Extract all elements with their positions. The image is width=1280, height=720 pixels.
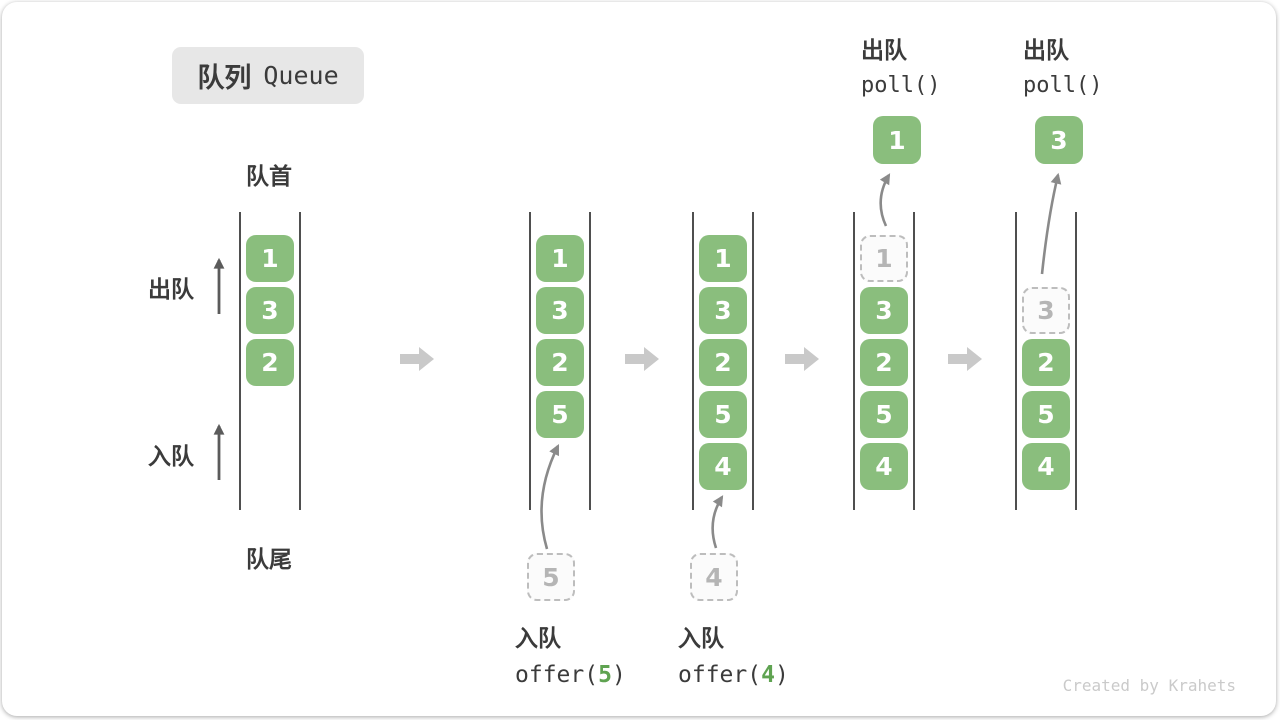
queue-column-poll-3: 3 2 5 4 出队 poll() 3 — [1015, 38, 1102, 510]
label-queue-rear: 队尾 — [246, 547, 292, 573]
queue-item: 2 — [536, 339, 584, 386]
queue-item: 4 — [860, 443, 908, 490]
queue-column-offer-4: 1 3 2 5 4 4 入队 offer(4) — [678, 212, 789, 688]
diagram-title: 队列 Queue — [172, 47, 364, 104]
caption-code: offer(5) — [515, 662, 626, 688]
queue-item: 3 — [246, 287, 294, 334]
step-arrow-icon — [625, 347, 659, 371]
incoming-item-ghost: 4 — [690, 553, 738, 601]
caption-code-argument: 5 — [598, 662, 612, 688]
queue-wall — [752, 212, 754, 510]
queue-item: 5 — [860, 391, 908, 438]
queue-item: 5 — [1022, 391, 1070, 438]
label-enqueue: 入队 — [148, 444, 194, 470]
step-arrow-icon — [785, 347, 819, 371]
enqueue-caption: 入队 offer(5) — [515, 619, 695, 688]
queue-wall — [1015, 212, 1017, 510]
queue-item: 1 — [699, 235, 747, 282]
caption-code-argument: 4 — [761, 662, 775, 688]
queue-wall — [239, 212, 241, 510]
title-english: Queue — [263, 61, 339, 90]
queue-item: 5 — [699, 391, 747, 438]
popped-item: 1 — [873, 116, 921, 164]
dequeue-caption: 出队 poll() — [861, 31, 1021, 98]
queue-column-offer-5: 1 3 2 5 5 入队 offer(5) — [515, 212, 626, 688]
queue-column-initial: 1 3 2 — [239, 212, 301, 510]
queue-wall — [853, 212, 855, 510]
label-queue-front: 队首 — [246, 164, 292, 190]
queue-item-ghost: 1 — [860, 235, 908, 282]
queue-wall — [692, 212, 694, 510]
watermark: Created by Krahets — [1062, 676, 1236, 695]
queue-item: 4 — [699, 443, 747, 490]
queue-item: 2 — [246, 339, 294, 386]
queue-wall — [913, 212, 915, 510]
step-arrow-icon — [400, 347, 434, 371]
dequeue-caption: 出队 poll() — [1023, 31, 1183, 98]
enqueue-caption: 入队 offer(4) — [678, 619, 858, 688]
queue-wall — [529, 212, 531, 510]
caption-code: poll() — [1023, 73, 1103, 98]
queue-item: 5 — [536, 391, 584, 438]
queue-item: 3 — [536, 287, 584, 334]
popped-item: 3 — [1035, 116, 1083, 164]
queue-wall — [1075, 212, 1077, 510]
queue-item: 3 — [860, 287, 908, 334]
caption-action: 出队 — [1023, 38, 1069, 64]
label-dequeue: 出队 — [148, 277, 194, 303]
caption-action: 入队 — [515, 626, 561, 652]
queue-item: 2 — [1022, 339, 1070, 386]
queue-item: 1 — [536, 235, 584, 282]
queue-item: 2 — [860, 339, 908, 386]
step-arrow-icon — [948, 347, 982, 371]
queue-item: 3 — [699, 287, 747, 334]
queue-item-ghost: 3 — [1022, 287, 1070, 334]
caption-action: 出队 — [861, 38, 907, 64]
caption-action: 入队 — [678, 626, 724, 652]
queue-wall — [589, 212, 591, 510]
queue-wall — [299, 212, 301, 510]
title-chinese: 队列 — [197, 63, 252, 94]
queue-item: 2 — [699, 339, 747, 386]
queue-item: 1 — [246, 235, 294, 282]
caption-code: offer(4) — [678, 662, 789, 688]
queue-item: 4 — [1022, 443, 1070, 490]
caption-code: poll() — [861, 73, 941, 98]
incoming-item-ghost: 5 — [527, 553, 575, 601]
queue-column-poll-1: 1 3 2 5 4 出队 poll() 1 — [853, 38, 940, 510]
